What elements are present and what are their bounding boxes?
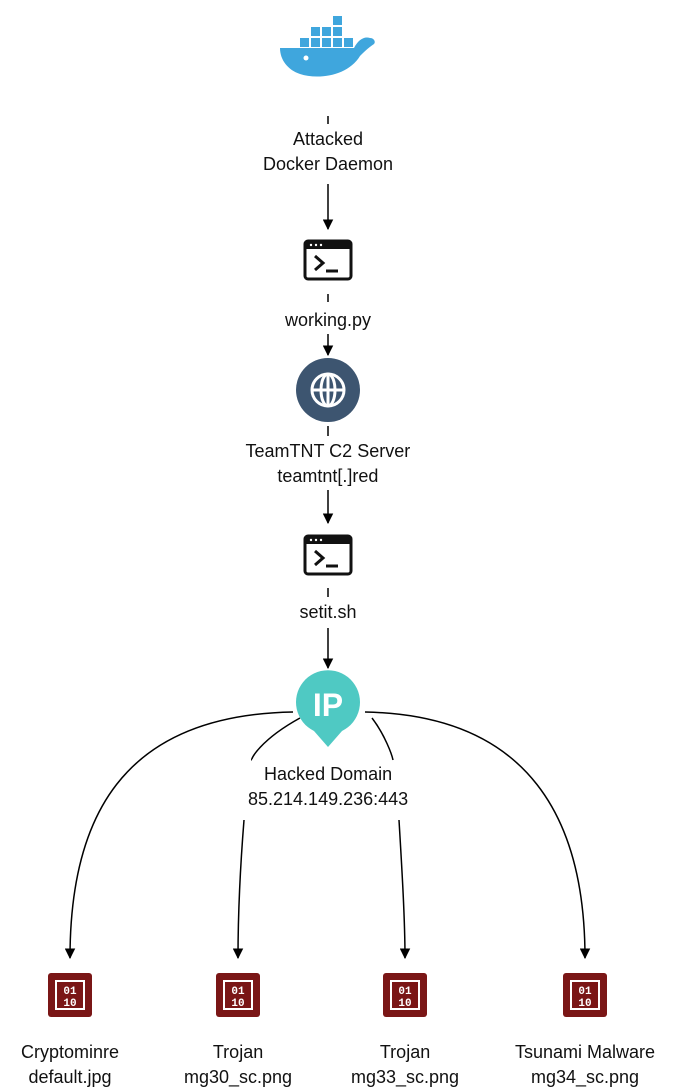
svg-text:10: 10 (578, 998, 591, 1010)
terminal-icon (303, 239, 353, 281)
node-label-line: Hacked Domain (264, 764, 393, 784)
node-label-line: Docker Daemon (263, 154, 394, 174)
node-label-trojan33: Trojan mg33_sc.png (349, 1040, 462, 1090)
node-label-line: Trojan (212, 1042, 264, 1062)
edge-ip-tsunami (364, 711, 591, 960)
node-label-crypto: Cryptominre default.jpg (19, 1040, 122, 1090)
node-label-line: Tsunami Malware (515, 1042, 656, 1062)
node-label-line: Attacked (293, 129, 364, 149)
node-label-line: TeamTNT C2 Server (245, 441, 411, 461)
svg-text:01: 01 (398, 986, 412, 998)
edge-ip-trojan33 (371, 717, 405, 958)
svg-text:IP: IP (313, 687, 343, 723)
node-label-line: mg33_sc.png (351, 1067, 460, 1087)
svg-text:01: 01 (578, 986, 592, 998)
node-label-line: Trojan (379, 1042, 431, 1062)
edge-ip-trojan30 (238, 717, 301, 958)
edge-ip-crypto (64, 711, 294, 960)
ip-pin-icon: IP (296, 670, 360, 747)
node-label-ip: Hacked Domain 85.214.149.236:443 (246, 762, 411, 812)
node-label-line: default.jpg (28, 1067, 112, 1087)
svg-text:10: 10 (398, 998, 411, 1010)
node-label-line: 85.214.149.236:443 (248, 789, 409, 809)
globe-icon (296, 358, 360, 422)
node-label-line: setit.sh (299, 601, 357, 622)
node-label-trojan30: Trojan mg30_sc.png (182, 1040, 295, 1090)
node-label-working: working.py (283, 307, 374, 333)
node-label-tsunami: Tsunami Malware mg34_sc.png (513, 1040, 658, 1090)
node-label-c2: TeamTNT C2 Server teamtnt[.]red (243, 439, 413, 489)
svg-text:01: 01 (63, 986, 77, 998)
terminal-icon (303, 534, 353, 576)
docker-whale-icon (280, 16, 375, 77)
node-label-setit: setit.sh (297, 599, 359, 625)
node-label-line: mg34_sc.png (530, 1067, 640, 1087)
node-label-line: teamtnt[.]red (277, 466, 379, 486)
node-label-line: mg30_sc.png (184, 1067, 293, 1087)
node-label-line: working.py (285, 309, 372, 330)
svg-text:10: 10 (63, 998, 76, 1010)
svg-text:10: 10 (231, 998, 244, 1010)
svg-text:01: 01 (231, 986, 245, 998)
node-label-line: Cryptominre (21, 1042, 120, 1062)
